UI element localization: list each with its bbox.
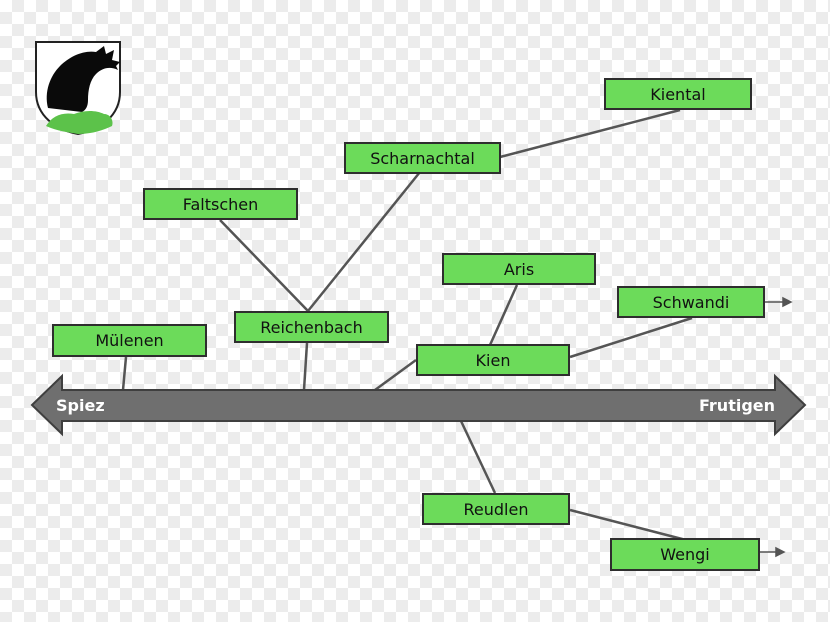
arrow-right-icon [782,296,793,308]
node-kien: Kien [416,344,570,376]
node-faltschen: Faltschen [143,188,298,220]
connector-kien [374,358,417,392]
timeline-arrow [30,373,807,437]
node-reudlen: Reudlen [422,493,570,525]
node-reichenbach: Reichenbach [234,311,389,343]
connector-faltschen [219,219,309,312]
node-muelenen: Mülenen [52,324,207,357]
node-scharnachtal: Scharnachtal [344,142,501,174]
arrow-right-icon [775,546,786,558]
connector-reudlen-axis [459,420,497,494]
connector-aris [488,284,519,346]
timeline-start-label: Spiez [56,396,105,415]
node-kiental: Kiental [604,78,752,110]
connector-reichenbach [302,342,309,391]
coat-of-arms-icon [35,41,121,136]
timeline-end-label: Frutigen [699,396,776,415]
node-schwandi: Schwandi [617,286,765,318]
connector-muelenen [121,356,128,391]
connector-wengi [569,508,687,542]
connector-scharnachtal [307,171,421,312]
connector-schwandi [569,316,693,359]
node-aris: Aris [442,253,596,285]
node-wengi: Wengi [610,538,760,571]
connector-kiental [499,108,681,159]
